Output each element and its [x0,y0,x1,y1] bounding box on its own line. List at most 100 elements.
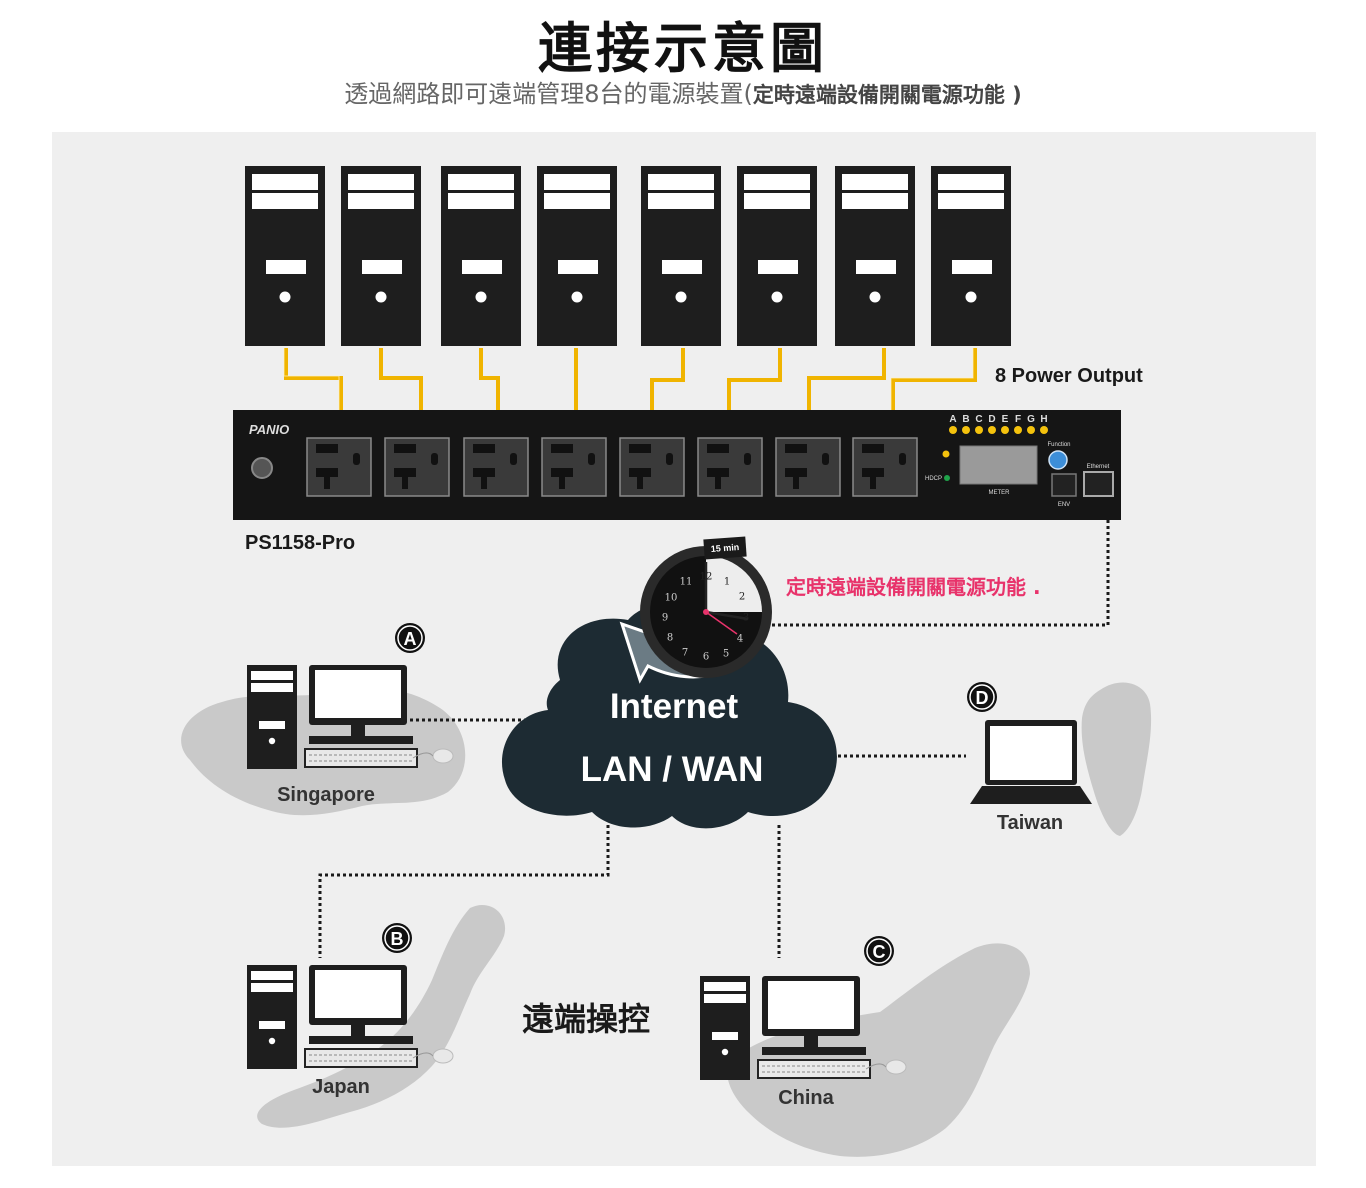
server-tower-4 [537,166,617,346]
badge-c-letter: C [873,942,886,962]
timer-badge-text: 15 min [710,542,739,554]
badge-a-letter: A [404,629,417,649]
env-label: ENV [1058,502,1070,508]
power-output-label: 8 Power Output [995,365,1143,387]
power-cable-3 [479,348,500,410]
outlet-led-c [975,426,983,434]
timer-clock: 12 1 2 3 4 5 6 7 8 9 10 11 15 min [619,536,772,684]
outlet-3 [463,437,529,497]
timer-caption: 定時遠端設備開關電源功能 . [786,575,1041,599]
function-button[interactable] [1048,450,1068,470]
server-tower-1 [245,166,325,346]
outlet-indicators: A B C D E F G H [949,414,1048,434]
server-tower-2 [341,166,421,346]
pdu-model-label: PS1158-Pro [245,532,355,554]
cloud-shape [501,603,837,829]
ethernet-label: Ethernet [1087,464,1110,470]
power-cable-highlight-8 [890,348,974,410]
outlet-letter-h: H [1040,414,1047,425]
header: 連接示意圖 透過網路即可遠端管理8台的電源裝置(定時遠端設備開關電源功能 ) [0,0,1366,130]
outlet-led-g [1027,426,1035,434]
remote-control-label: 遠端操控 [522,1000,650,1038]
outlet-led-b [962,426,970,434]
clock-num-4: 4 [737,634,743,645]
clock-pin [703,609,709,615]
clock-num-7: 7 [682,648,688,659]
badge-b-letter: B [391,929,404,949]
server-tower-3 [441,166,521,346]
map-taiwan [1081,682,1152,836]
pdu-brand: PANIO [249,422,289,437]
status-led [942,450,950,458]
clock-num-9: 9 [662,613,668,624]
outlet-letter-d: D [988,414,995,425]
outlet-led-h [1040,426,1048,434]
pdu-power-switch[interactable] [251,457,273,479]
site-label-taiwan: Taiwan [997,812,1063,834]
page-title: 連接示意圖 [538,17,828,80]
clock-num-2: 2 [739,592,745,603]
internet-cloud: Internet LAN / WAN [501,603,837,829]
power-cable-2 [379,348,423,410]
ethernet-port[interactable] [1083,471,1114,497]
laptop-taiwan [970,720,1092,804]
link-japan [318,825,610,958]
network-links [318,520,1110,958]
site-label-singapore: Singapore [277,784,375,806]
map-japan [257,904,506,1128]
server-tower-5 [641,166,721,346]
map-china [727,943,1030,1157]
env-port[interactable] [1051,473,1077,497]
server-tower-6 [737,166,817,346]
server-tower-7 [835,166,915,346]
site-label-china: China [778,1087,834,1109]
hdcp-label: HDCP [925,476,942,482]
outlet-led-f [1014,426,1022,434]
clock-num-11: 11 [680,577,693,588]
subtitle-main: 透過網路即可遠端管理8台的電源裝置( [344,80,753,108]
meter-display [959,445,1038,485]
outlet-2 [384,437,450,497]
power-cable-6 [727,348,782,410]
power-cable-1 [284,348,343,410]
cloud-line-internet: Internet [610,687,739,726]
laptop-base [970,786,1092,804]
link-pdu-cloud [770,520,1110,627]
power-cable-7 [807,348,886,410]
server-tower-8 [931,166,1011,346]
power-cables [284,348,977,410]
outlet-letter-c: C [975,414,982,425]
outlet-5 [619,437,685,497]
clock-num-8: 8 [667,633,673,644]
outlet-6 [697,437,763,497]
timer-badge-shape [703,536,747,560]
outlet-1 [306,437,372,497]
site-label-japan: Japan [312,1076,370,1098]
outlet-4 [541,437,607,497]
clock-hand-hour [705,610,749,621]
power-cable-8 [891,348,977,410]
laptop-screen [990,726,1072,780]
timer-badge: 15 min [703,536,747,560]
pdu-unit: PANIO A B C D E F G H [233,410,1121,520]
meter-label: METER [989,490,1011,496]
page-subtitle: 透過網路即可遠端管理8台的電源裝置(定時遠端設備開關電源功能 ) [0,74,1366,109]
outlet-letter-b: B [962,414,969,425]
outlet-led-e [1001,426,1009,434]
power-cable-highlight-1 [283,348,340,410]
outlet-8 [852,437,918,497]
outlet-letter-a: A [949,414,956,425]
clock-num-6: 6 [703,652,709,663]
clock-sector [706,556,762,612]
outlet-letter-f: F [1015,414,1021,425]
clock-hand-second [705,611,738,635]
subtitle-bold: 定時遠端設備開關電源功能 ) [752,83,1022,107]
cloud-line-lanwan: LAN / WAN [581,750,764,789]
outlet-7 [775,437,841,497]
outlet-letter-g: G [1027,414,1035,425]
clock-num-1: 1 [724,577,730,588]
power-cable-5 [650,348,685,410]
function-label: Function [1047,442,1070,448]
outlet-led-d [988,426,996,434]
